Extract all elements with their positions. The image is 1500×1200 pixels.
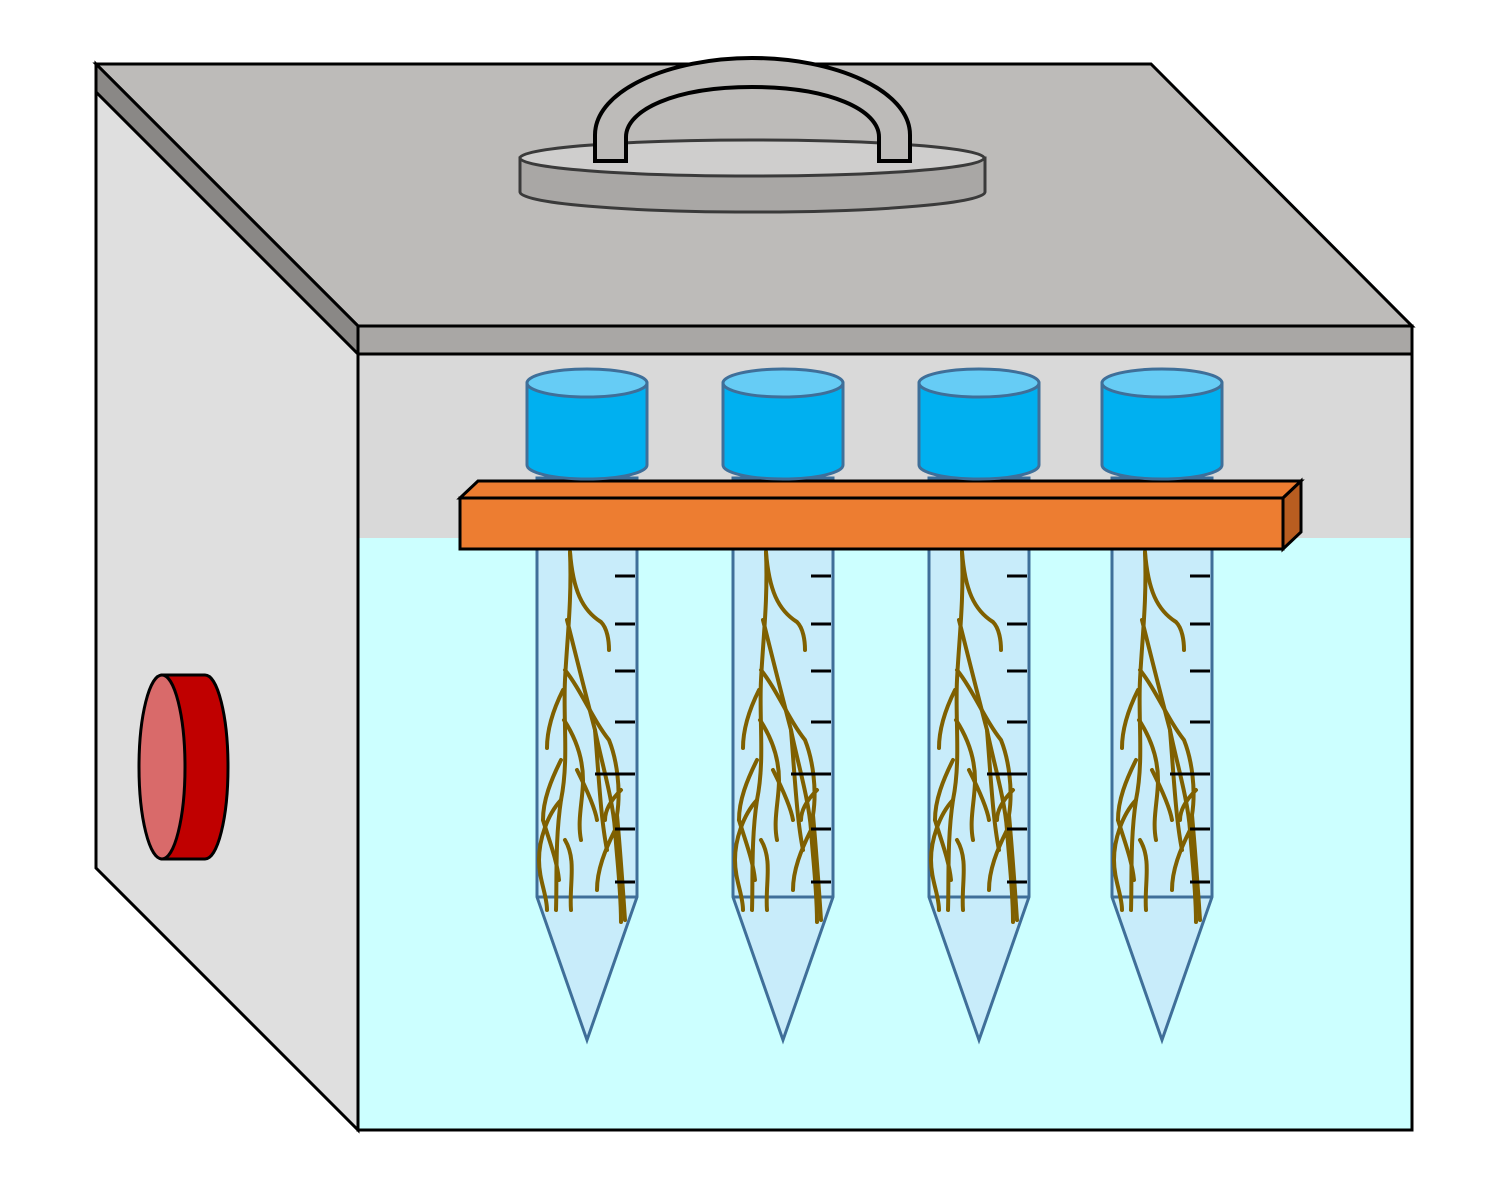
tubes-group	[535, 476, 1214, 1045]
cap-top	[917, 367, 1041, 399]
root-strand	[536, 798, 563, 912]
root-strand	[563, 838, 574, 912]
root-strand	[1178, 788, 1198, 822]
root-strand	[1168, 728, 1184, 852]
cap-top	[721, 367, 845, 399]
tube-2	[731, 476, 835, 1045]
handle-base-top	[518, 138, 986, 178]
root-strand	[737, 758, 759, 822]
root-strand	[568, 550, 611, 652]
rack-front	[458, 496, 1285, 551]
root-strand	[593, 728, 609, 852]
root-strand	[995, 788, 1015, 822]
root-strand	[750, 550, 769, 912]
root-strand	[928, 798, 955, 912]
knob-icon[interactable]	[137, 673, 230, 861]
tube-rack	[456, 477, 1305, 553]
graduation-marks	[595, 574, 635, 884]
water	[358, 538, 1412, 1130]
tube-cap-icon[interactable]	[917, 367, 1041, 481]
tube-1	[535, 476, 639, 1045]
root-icon	[536, 550, 627, 924]
root-strand	[603, 788, 623, 822]
root-strand	[737, 818, 757, 882]
root-strand	[732, 798, 759, 912]
root-strand	[759, 838, 770, 912]
root-strand	[1150, 768, 1174, 822]
cap-top	[1100, 367, 1224, 399]
cap-top	[525, 367, 649, 399]
root-strand	[1120, 688, 1140, 750]
root-strand	[1129, 550, 1148, 912]
root-strand	[946, 550, 965, 912]
root-strand	[741, 688, 761, 750]
tube-cap-icon[interactable]	[1100, 367, 1224, 481]
graduation-marks	[1170, 574, 1210, 884]
root-strand	[764, 550, 807, 652]
root-strand	[791, 828, 813, 892]
cap-body	[1100, 381, 1224, 481]
cap-body	[525, 381, 649, 481]
root-strand	[771, 768, 795, 822]
root-strand	[933, 818, 953, 882]
handle-icon[interactable]	[518, 55, 987, 214]
root-strand	[1143, 550, 1186, 652]
graduation-marks	[791, 574, 831, 884]
root-strand	[575, 768, 599, 822]
cap-body	[917, 381, 1041, 481]
root-strand	[545, 688, 565, 750]
root-strand	[1138, 838, 1149, 912]
root-strand	[799, 788, 819, 822]
root-strand	[1170, 828, 1192, 892]
root-strand	[937, 688, 957, 750]
root-strand	[1116, 758, 1138, 822]
root-strand	[933, 758, 955, 822]
root-icon	[1111, 550, 1202, 924]
root-strand	[541, 758, 563, 822]
tube-cap-icon[interactable]	[721, 367, 845, 481]
tube-cap-icon[interactable]	[525, 367, 649, 481]
graduation-marks	[987, 574, 1027, 884]
lid-front-edge	[356, 324, 1414, 356]
knob-face	[137, 673, 187, 861]
root-strand	[987, 828, 1009, 892]
root-strand	[789, 728, 805, 852]
root-strand	[1116, 818, 1136, 882]
tube-3	[927, 476, 1031, 1045]
root-strand	[595, 828, 617, 892]
bath-front-outline	[356, 352, 1414, 1132]
root-strand	[541, 818, 561, 882]
root-strand	[554, 550, 573, 912]
caps-group	[525, 367, 1224, 481]
root-strand	[1111, 798, 1138, 912]
root-strand	[960, 550, 1003, 652]
handle-arch	[593, 55, 912, 163]
root-strand	[967, 768, 991, 822]
rack-top	[456, 479, 1305, 500]
root-strand	[985, 728, 1001, 852]
cap-body	[721, 381, 845, 481]
root-strand	[955, 838, 966, 912]
